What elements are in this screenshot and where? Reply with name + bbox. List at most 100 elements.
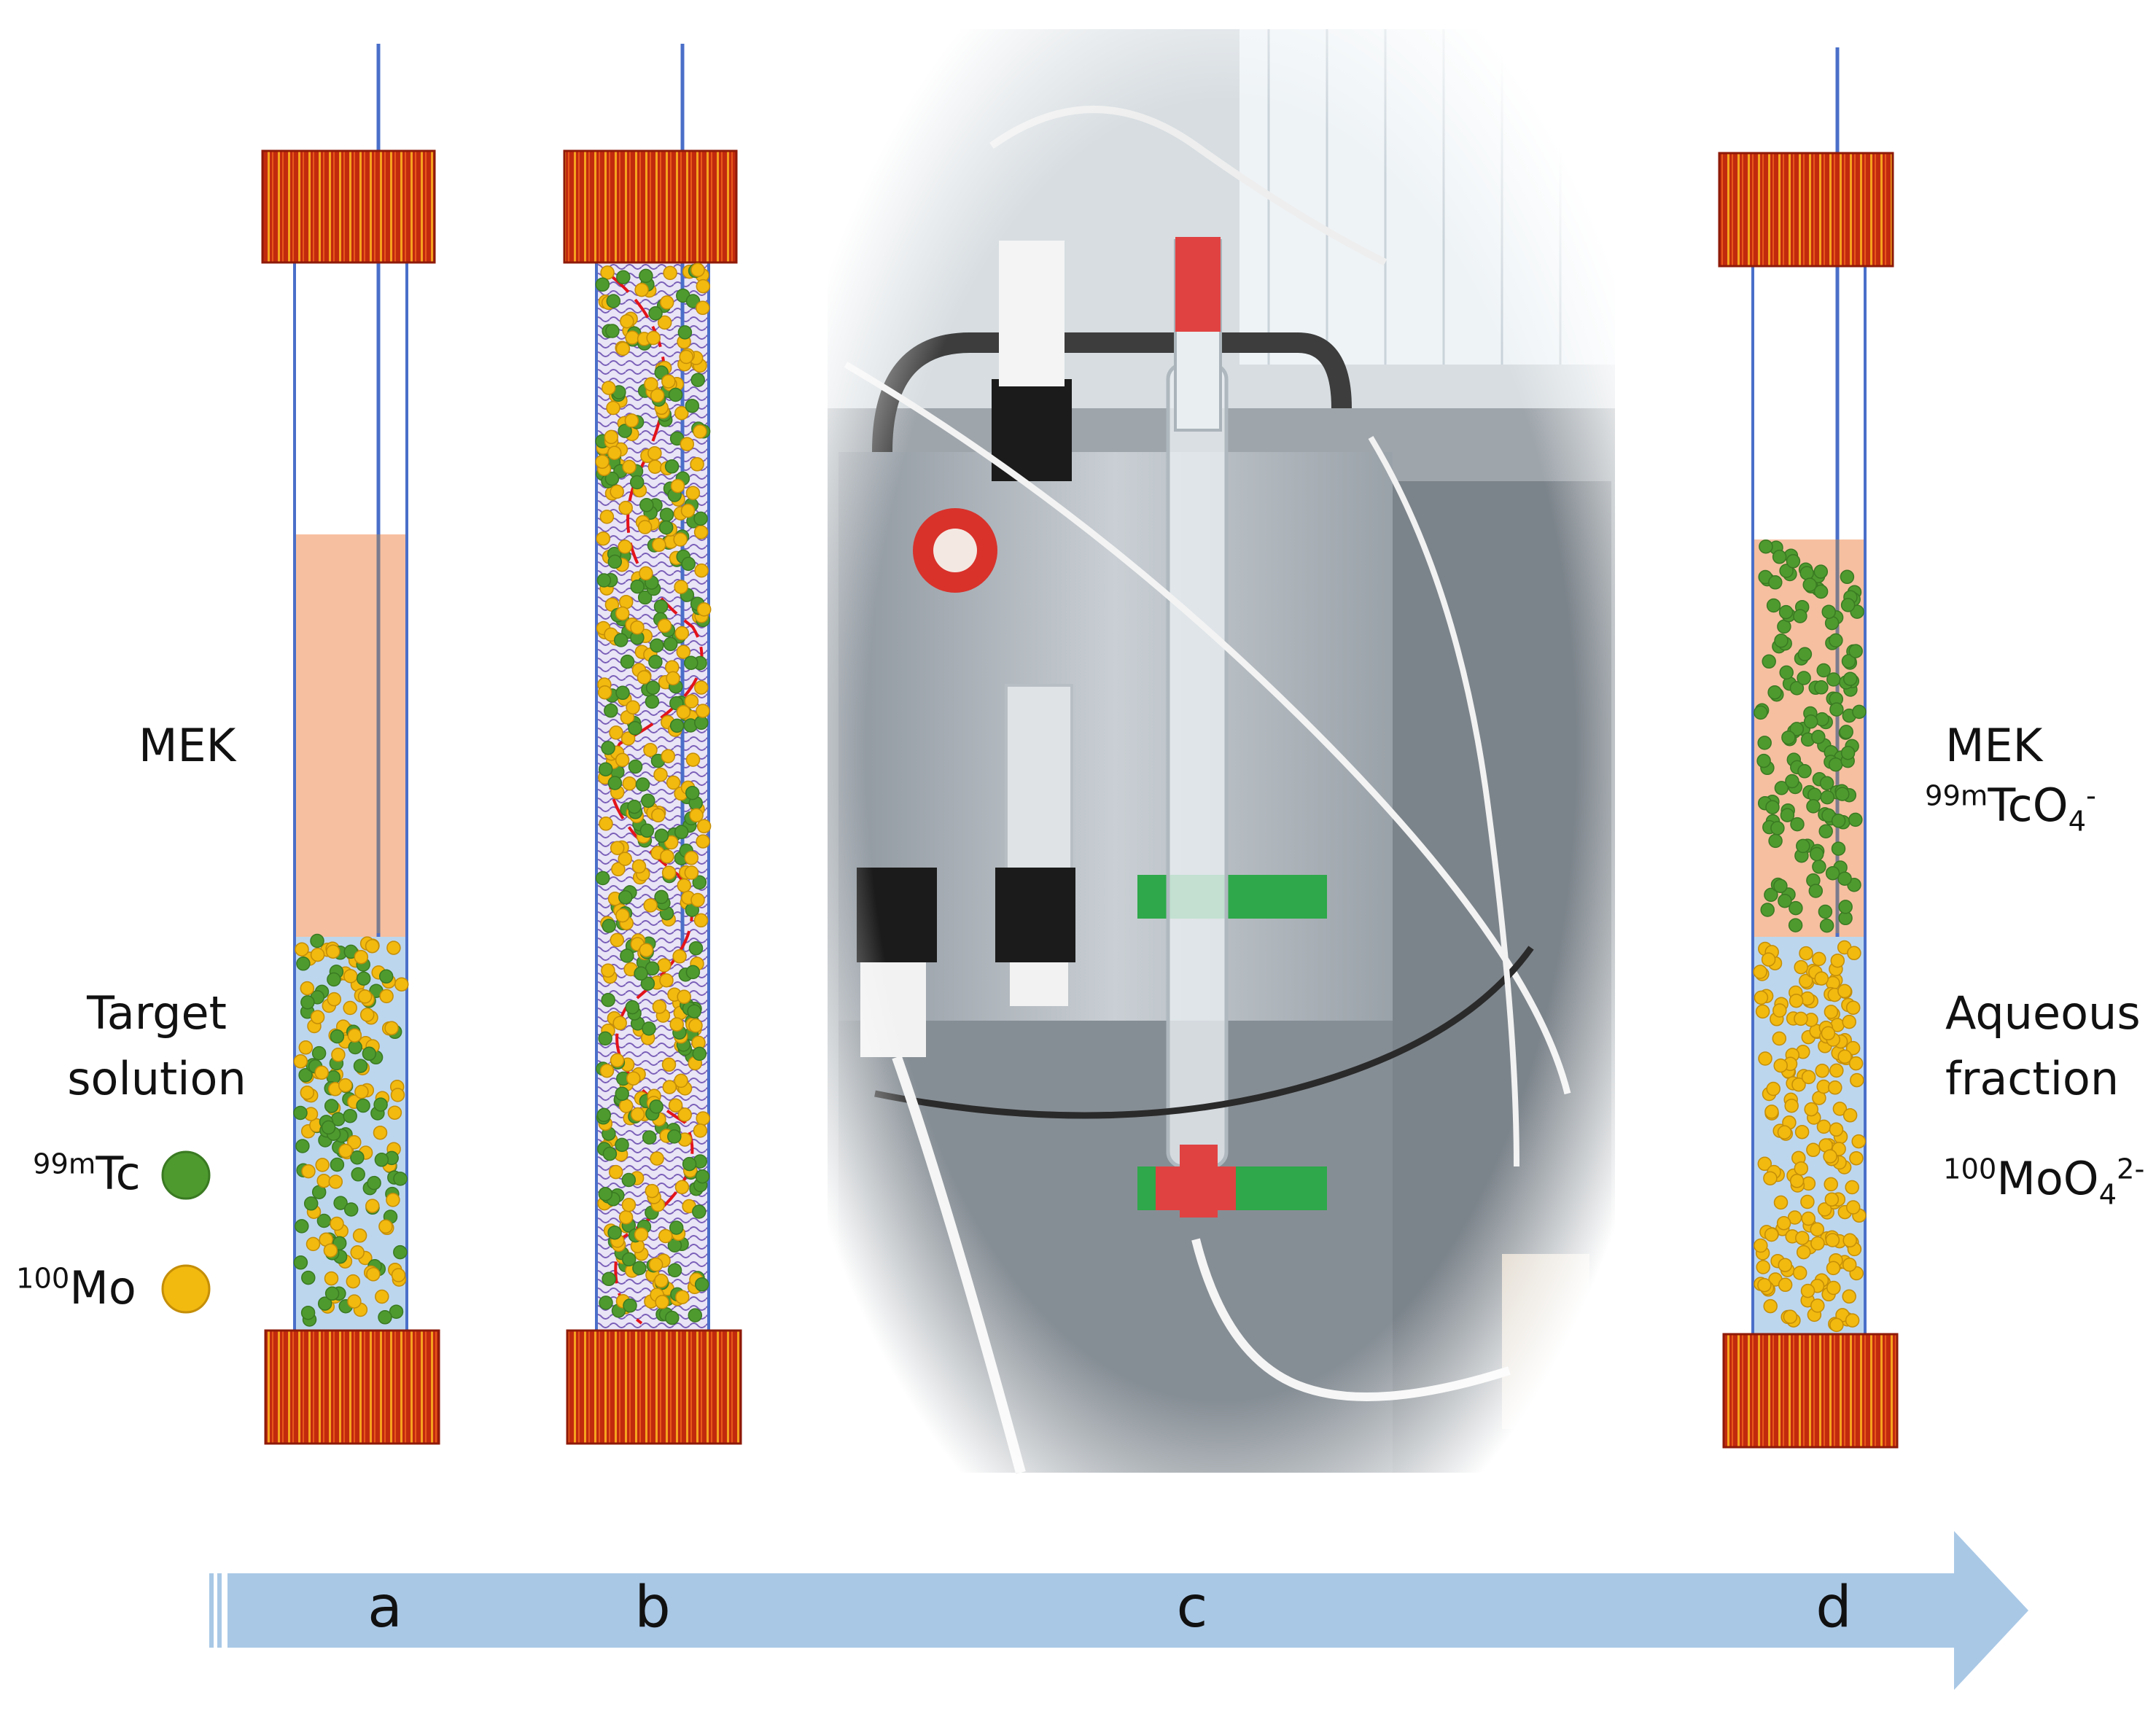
mo-particle <box>696 1111 710 1126</box>
mo-particle <box>662 1080 677 1094</box>
mo-particle <box>1810 1298 1825 1313</box>
mo-particle <box>1757 1277 1772 1293</box>
tc-particle <box>615 685 630 701</box>
tc-particle <box>311 1045 327 1061</box>
mo-particle <box>1842 1233 1857 1248</box>
mo-particle <box>693 424 707 439</box>
mo-particle <box>657 958 672 973</box>
mo-particle <box>1783 1309 1798 1324</box>
mo-particle <box>1763 1298 1778 1314</box>
tc-particle <box>1766 598 1781 613</box>
tc-particle <box>605 324 620 338</box>
mo-particle <box>622 459 637 475</box>
column-a-particles <box>293 933 409 1327</box>
tc-particle <box>685 785 700 800</box>
tc-particle <box>1779 564 1794 578</box>
tc-particle <box>1828 757 1843 772</box>
mo-particle <box>618 1099 634 1113</box>
mo-particle <box>644 377 658 392</box>
tc-particle <box>615 1137 629 1153</box>
mo-particle <box>658 1228 673 1244</box>
tc-particle <box>688 940 704 956</box>
mo-particle <box>663 835 679 850</box>
tc-particle <box>348 1040 362 1055</box>
mo-particle <box>615 752 630 768</box>
tc-particle <box>1793 609 1807 623</box>
mo-particle <box>379 989 394 1004</box>
mo-particle <box>696 602 712 617</box>
tc-particle <box>1829 702 1844 717</box>
tc-particle <box>681 556 696 572</box>
tc-particle <box>293 1105 308 1121</box>
tc-particle <box>1837 871 1852 886</box>
tc-particle <box>629 475 645 490</box>
mo-particle <box>655 1295 669 1309</box>
tc-particle <box>1773 879 1788 894</box>
mo-particle <box>327 992 342 1007</box>
tc-particle <box>1780 808 1795 822</box>
tc-particle <box>374 1153 389 1167</box>
mo-particle <box>1761 952 1776 967</box>
mo-particle <box>328 1175 343 1189</box>
mo-particle <box>618 500 633 515</box>
mo-particle <box>661 749 676 763</box>
tc-particle <box>1835 787 1850 801</box>
mo-particle <box>347 1028 362 1043</box>
mo-particle <box>378 1219 393 1234</box>
mo-particle <box>652 1000 667 1014</box>
tc-particle <box>1819 776 1834 791</box>
mo-particle <box>684 694 699 709</box>
mo-particle <box>1799 973 1813 989</box>
mo-particle <box>293 1054 308 1069</box>
tc-particle <box>642 1021 656 1036</box>
mo-particle <box>1837 983 1852 999</box>
mo-particle <box>347 1294 362 1309</box>
mo-particle <box>694 680 709 695</box>
mo-particle <box>386 1193 400 1207</box>
tc-particle <box>654 828 669 843</box>
mo-particle <box>1801 1070 1816 1085</box>
mo-particle <box>690 262 705 278</box>
tc-particle <box>1852 704 1867 720</box>
mo-particle <box>386 940 401 955</box>
mo-particle <box>298 1040 314 1055</box>
aqueous-fraction-label: Aqueous fraction <box>1945 981 2141 1112</box>
tc-particle <box>1813 564 1829 579</box>
tc-particle <box>1809 846 1824 862</box>
tc-particle <box>1848 812 1863 827</box>
tc-particle <box>653 599 669 614</box>
tc-particle <box>1760 903 1775 917</box>
mo-particle <box>330 1216 344 1231</box>
mo-particle <box>647 459 663 474</box>
tc-particle <box>1768 833 1783 849</box>
tc-particle <box>324 1099 339 1113</box>
tc-particle <box>1799 566 1814 580</box>
tc-particle <box>616 270 631 284</box>
mo-particle <box>648 1257 663 1272</box>
tc-particle <box>1840 569 1855 585</box>
step-label-c: c <box>1176 1575 1208 1640</box>
mo-particle <box>651 808 666 823</box>
tc-particle <box>1802 577 1817 592</box>
tc-particle <box>640 976 655 991</box>
tc-particle <box>317 1296 332 1311</box>
mo-legend-label: 100Mo <box>16 1261 136 1314</box>
mo-particle <box>359 1008 375 1022</box>
tc-particle <box>1797 671 1811 685</box>
tc-particle <box>1838 900 1853 914</box>
tc-particle <box>642 1130 657 1145</box>
mo-particle <box>1842 1257 1857 1272</box>
tc-particle <box>665 1310 680 1325</box>
tc-particle <box>654 889 669 905</box>
tc-particle <box>1813 584 1829 599</box>
tc-particle <box>1840 598 1856 612</box>
step-label-d: d <box>1816 1575 1852 1640</box>
tc-particle <box>1762 654 1776 669</box>
tc-particle <box>641 793 655 809</box>
tc-particle <box>300 1305 316 1320</box>
tc-particle <box>1818 824 1833 838</box>
tc-particle <box>1819 918 1834 933</box>
mo-particle <box>1848 1056 1864 1071</box>
tc-particle <box>1848 644 1863 658</box>
mo-legend-dot <box>161 1264 211 1314</box>
